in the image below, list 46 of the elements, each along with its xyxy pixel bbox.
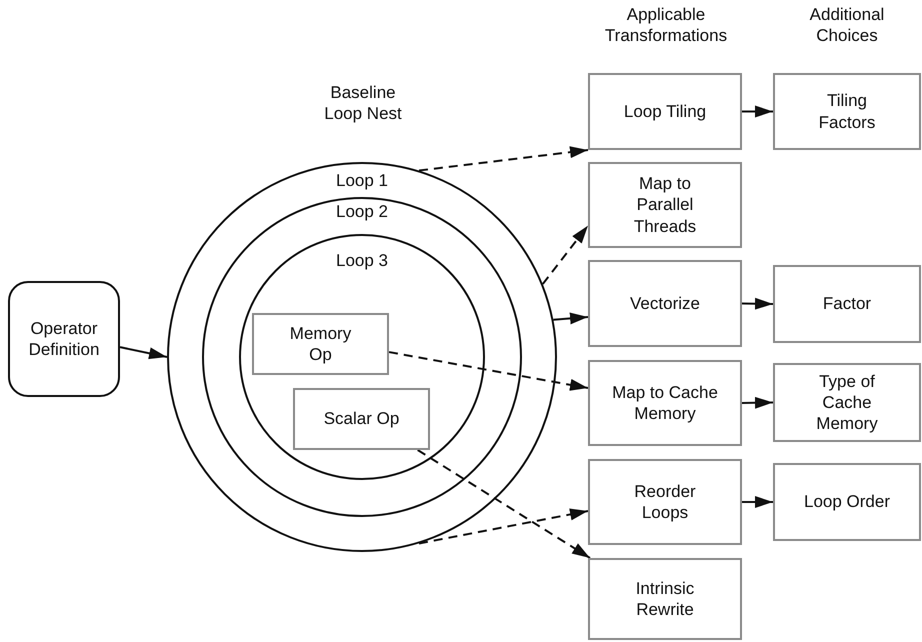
arrow — [742, 298, 774, 310]
process-box — [293, 388, 430, 450]
node-label: Map to Cache Memory — [612, 382, 718, 424]
node-label: Memory Op — [288, 322, 352, 366]
arrow — [742, 106, 773, 118]
arrow — [742, 496, 773, 508]
arrow — [418, 508, 588, 544]
node-label: Reorder Loops — [633, 480, 697, 524]
node-label: Factor — [822, 293, 872, 315]
start-box — [8, 281, 120, 397]
process-box — [773, 265, 921, 343]
loop-label: Loop 3 — [336, 250, 388, 272]
loop-circle — [202, 197, 522, 517]
node-label: Scalar Op — [324, 408, 400, 430]
arrow — [542, 225, 589, 285]
process-box — [588, 73, 742, 150]
loop-circle — [167, 162, 557, 552]
column-heading: Baseline Loop Nest — [323, 82, 403, 124]
arrow — [418, 146, 588, 172]
arrow — [120, 346, 168, 360]
node-label: Loop Tiling — [624, 100, 706, 122]
process-box — [588, 260, 742, 347]
loop-label: Loop 2 — [336, 201, 388, 222]
node-label: Map to Parallel Threads — [632, 173, 698, 237]
arrow — [417, 449, 591, 559]
loop-circle — [239, 234, 485, 480]
arrow — [388, 351, 588, 391]
process-box — [588, 162, 742, 248]
node-label: Loop Order — [804, 491, 890, 513]
loop-label: Loop 1 — [336, 170, 388, 192]
process-box — [252, 313, 389, 375]
arrow — [742, 396, 774, 409]
node-label: Vectorize — [630, 292, 700, 314]
process-box — [773, 463, 921, 541]
process-box — [588, 558, 742, 640]
column-heading: Additional Choices — [808, 4, 886, 46]
process-box — [588, 360, 742, 446]
node-label: Operator Definition — [28, 318, 100, 360]
process-box — [588, 459, 742, 545]
process-box — [773, 73, 921, 150]
node-label: Intrinsic Rewrite — [634, 578, 696, 620]
column-heading: Applicable Transformations — [604, 4, 728, 46]
process-box — [773, 363, 921, 442]
node-label: Tiling Factors — [818, 90, 876, 133]
node-label: Type of Cache Memory — [815, 370, 879, 434]
arrow — [553, 312, 588, 324]
